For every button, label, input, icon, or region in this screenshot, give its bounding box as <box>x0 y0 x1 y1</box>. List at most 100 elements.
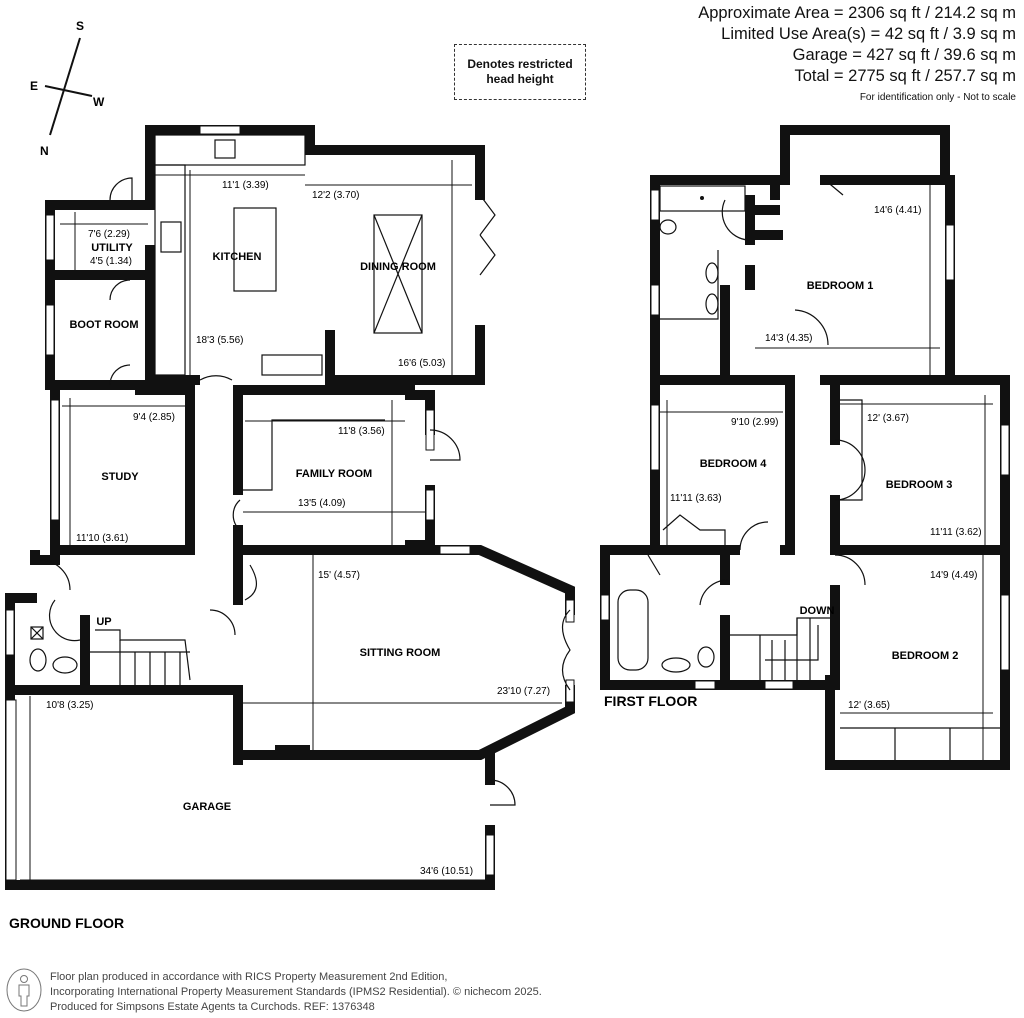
ground-floor-fixtures <box>29 134 571 806</box>
dim-bed1-w: 14'3 (4.35) <box>765 333 813 344</box>
kitchen-unit <box>261 354 323 376</box>
first-floor-walls <box>600 125 1010 770</box>
dim-bed3-w: 12' (3.67) <box>867 413 909 424</box>
dim-garage-d: 10'8 (3.25) <box>46 700 94 711</box>
wardrobe <box>838 399 863 501</box>
door <box>699 579 729 606</box>
door <box>109 364 131 386</box>
ground-floor-dimension-lines <box>20 160 562 881</box>
dim-family-d: 13'5 (4.09) <box>298 498 346 509</box>
kitchen-worktop <box>154 134 306 166</box>
window <box>50 399 60 521</box>
family-room-recess <box>242 419 385 491</box>
garage-area: Garage = 427 sq ft / 39.6 sq m <box>792 46 1016 64</box>
dim-bed4-w: 9'10 (2.99) <box>731 417 779 428</box>
room-bedroom-2: BEDROOM 2 <box>892 650 959 662</box>
ground-floor-labels: KITCHEN DINING ROOM UTILITY BOOT ROOM ST… <box>9 180 550 931</box>
room-bedroom-1: BEDROOM 1 <box>807 280 874 292</box>
door <box>834 554 866 586</box>
door <box>199 375 233 381</box>
dim-bed4-d: 11'11 (3.63) <box>670 493 722 504</box>
door <box>739 521 769 551</box>
compass-e: E <box>30 79 38 93</box>
dim-dining-d: 16'6 (5.03) <box>398 358 446 369</box>
door <box>109 279 131 301</box>
dim-family-w: 11'8 (3.56) <box>338 426 385 437</box>
french-doors <box>561 609 571 691</box>
door <box>794 309 829 346</box>
door <box>489 779 516 806</box>
footer-line-3: Produced for Simpsons Estate Agents ta C… <box>50 1001 375 1013</box>
dim-garage-w: 34'6 (10.51) <box>420 866 473 877</box>
boiler-icon <box>30 626 44 640</box>
first-floor-dimension-lines <box>660 175 993 760</box>
room-family: FAMILY ROOM <box>296 468 372 480</box>
staircase <box>90 629 191 685</box>
basin-icon <box>705 262 719 284</box>
dim-bed3-d: 11'11 (3.62) <box>930 527 982 538</box>
toilet-icon <box>659 219 677 235</box>
basin-icon <box>52 656 78 674</box>
total-area: Total = 2775 sq ft / 257.7 sq m <box>794 67 1016 85</box>
bath-icon <box>617 589 649 671</box>
room-dining: DINING ROOM <box>360 261 436 273</box>
room-study: STUDY <box>101 471 139 483</box>
first-floor-fixtures <box>617 179 1000 760</box>
door <box>209 609 236 636</box>
door <box>39 559 71 591</box>
window <box>5 609 15 656</box>
window <box>694 680 716 690</box>
dim-study-w: 9'4 (2.85) <box>133 412 175 423</box>
door <box>824 179 844 196</box>
approximate-area: Approximate Area = 2306 sq ft / 214.2 sq… <box>698 4 1016 22</box>
staircase <box>730 617 830 680</box>
window <box>650 284 660 316</box>
dim-sitting-d: 15' (4.57) <box>318 570 360 581</box>
skylight-icon <box>373 214 423 334</box>
window <box>199 125 241 135</box>
dim-bed2-w: 12' (3.65) <box>848 700 890 711</box>
person-icon <box>6 968 42 1012</box>
basin-icon <box>705 293 719 315</box>
basin-icon <box>661 657 691 673</box>
door <box>721 199 749 241</box>
door <box>109 177 133 201</box>
dim-kitchen-w: 11'1 (3.39) <box>222 180 269 191</box>
door <box>244 564 257 601</box>
room-boot: BOOT ROOM <box>69 319 138 331</box>
window <box>650 404 660 471</box>
window <box>425 489 435 521</box>
toilet-icon <box>29 648 47 672</box>
window <box>650 189 660 221</box>
dim-sitting-w: 23'10 (7.27) <box>497 686 550 697</box>
compass-s: S <box>76 19 84 33</box>
window <box>439 545 471 555</box>
window <box>485 834 495 876</box>
door <box>48 599 81 642</box>
shower-icon <box>659 185 746 212</box>
footer-line-1: Floor plan produced in accordance with R… <box>50 971 448 983</box>
wardrobe <box>662 514 726 550</box>
footer-notes: Floor plan produced in accordance with R… <box>50 970 542 1015</box>
sink-icon <box>214 139 236 159</box>
hob-icon <box>160 221 182 253</box>
room-bedroom-3: BEDROOM 3 <box>886 479 953 491</box>
compass-icon: S E W N <box>30 19 105 158</box>
room-kitchen: KITCHEN <box>213 251 262 263</box>
ground-floor-title: GROUND FLOOR <box>9 915 124 931</box>
dim-bed2-d: 14'9 (4.49) <box>930 570 978 581</box>
window <box>764 680 794 690</box>
room-sitting: SITTING ROOM <box>360 647 441 659</box>
room-utility: UTILITY <box>91 242 133 254</box>
door <box>834 439 866 501</box>
window <box>565 599 575 623</box>
compass-n: N <box>40 144 49 158</box>
room-garage: GARAGE <box>183 801 231 813</box>
door <box>429 429 461 461</box>
room-bedroom-4: BEDROOM 4 <box>700 458 768 470</box>
area-summary: Approximate Area = 2306 sq ft / 214.2 sq… <box>698 3 1016 107</box>
dim-bed1-d: 14'6 (4.41) <box>874 205 922 216</box>
window <box>565 679 575 703</box>
